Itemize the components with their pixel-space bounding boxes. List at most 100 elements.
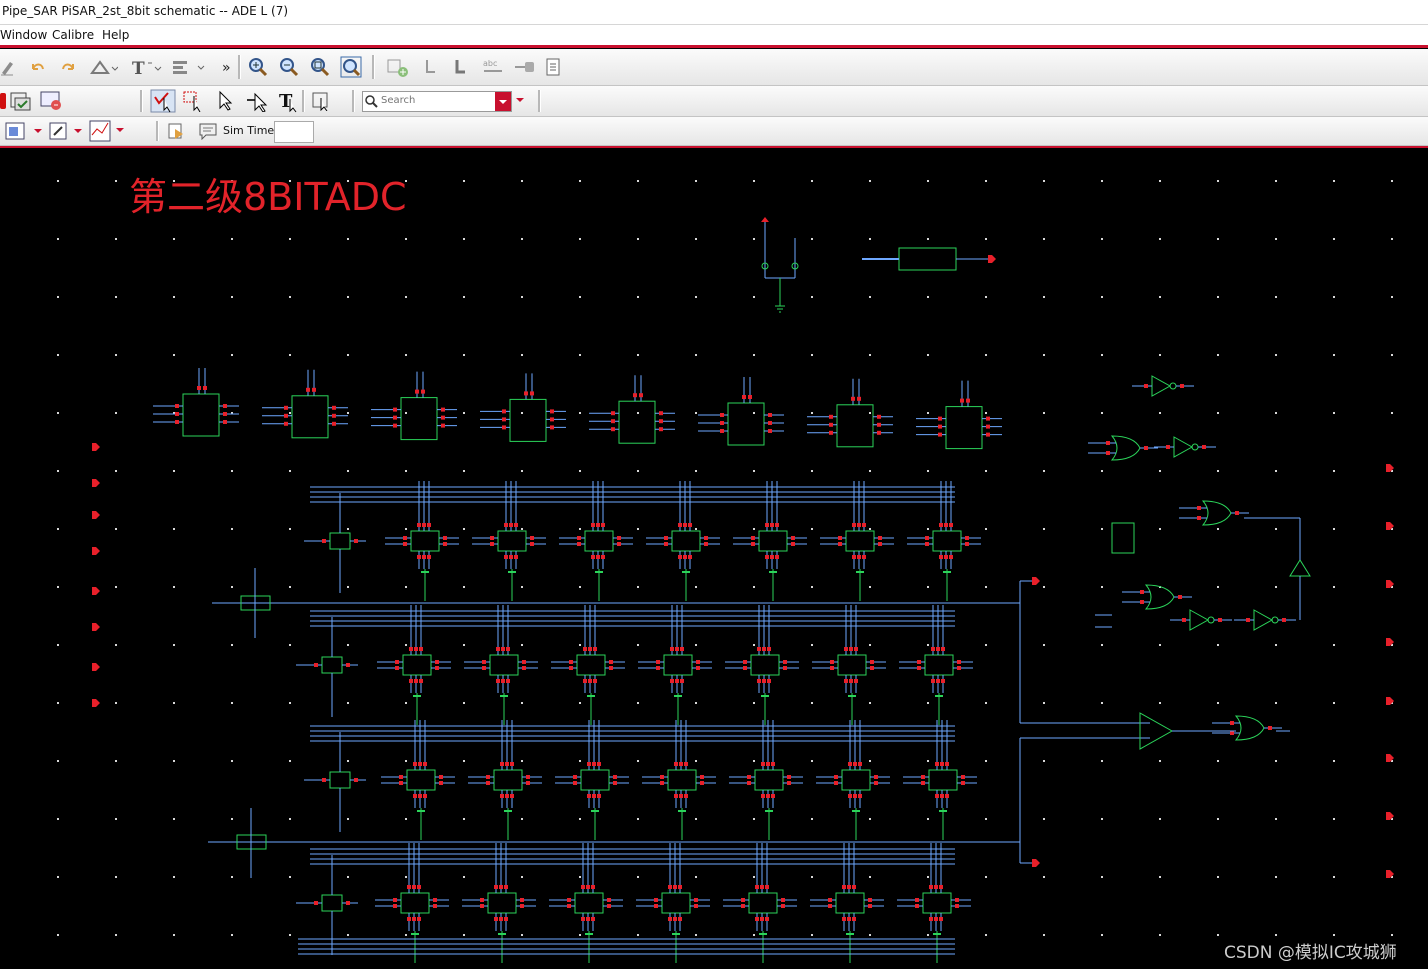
grid-dot: [869, 586, 871, 588]
grid-dot: [231, 760, 233, 762]
menu-calibre[interactable]: Calibre: [52, 28, 95, 42]
schematic-drawing[interactable]: [0, 148, 1428, 969]
capacitor-plate: [678, 810, 686, 812]
wire-wide-icon[interactable]: [453, 59, 467, 77]
grid-dot: [637, 876, 639, 878]
window-title: Pipe_SAR PiSAR_2st_8bit schematic -- ADE…: [2, 4, 289, 18]
instance-pin: [747, 781, 751, 785]
properties-icon[interactable]: [545, 58, 561, 76]
instance-pin: [771, 794, 775, 798]
edit-variables-icon[interactable]: [48, 120, 88, 142]
check-save-icon[interactable]: [10, 91, 32, 111]
buffer-symbol: [898, 247, 957, 271]
instance-pin: [766, 794, 770, 798]
grid-dot: [289, 586, 291, 588]
cell-symbol: [489, 654, 519, 676]
grid-dot: [1043, 296, 1045, 298]
pencil-icon[interactable]: [0, 59, 16, 77]
grid-dot: [57, 180, 59, 182]
grid-dot: [521, 760, 523, 762]
zoom-in-icon[interactable]: [248, 57, 268, 77]
zoom-fit-icon[interactable]: [340, 56, 362, 78]
instance-pin: [870, 666, 874, 670]
grid-dot: [1391, 644, 1393, 646]
logic-gate-symbol: [1151, 375, 1172, 397]
instance-pin: [679, 794, 683, 798]
instance-pin: [829, 414, 833, 419]
align-icon[interactable]: [170, 58, 208, 76]
instance-pin: [915, 904, 919, 908]
instance-pin: [673, 917, 677, 921]
text-icon[interactable]: T: [130, 57, 164, 77]
probe-icon[interactable]: [245, 90, 271, 112]
instance-pin: [678, 523, 682, 527]
netlist-icon[interactable]: [40, 91, 64, 111]
instance-pin: [762, 647, 766, 651]
search-input[interactable]: [381, 92, 489, 109]
grid-dot: [753, 586, 755, 588]
logic-gate-symbol: [1253, 609, 1274, 631]
instance-pin: [775, 555, 779, 559]
zoom-box-icon[interactable]: [310, 57, 330, 77]
instance-pin: [684, 794, 688, 798]
grid-dot: [1159, 470, 1161, 472]
pin-icon[interactable]: [513, 59, 537, 75]
grid-dot: [115, 296, 117, 298]
schematic-canvas[interactable]: 第二级8BITADC CSDN @模拟IC攻城狮: [0, 146, 1428, 969]
wire-icon[interactable]: [423, 59, 437, 77]
redo-icon[interactable]: [60, 61, 76, 75]
grid-dot: [57, 644, 59, 646]
capacitor-plate: [508, 571, 516, 573]
instance-pin: [1166, 445, 1170, 449]
simulate-icon[interactable]: [167, 121, 187, 141]
instance-pin: [504, 885, 508, 889]
stop-icon[interactable]: [0, 92, 8, 110]
grid-dot: [1275, 818, 1277, 820]
sim-time-input[interactable]: [274, 121, 314, 143]
instance-pin: [617, 536, 621, 540]
grid-dot: [1275, 934, 1277, 936]
instance-pin: [852, 917, 856, 921]
instance-pin: [601, 523, 605, 527]
grid-dot: [405, 470, 407, 472]
toolbar-overflow[interactable]: »: [222, 60, 231, 76]
plot-icon[interactable]: [88, 119, 128, 143]
instance-pin: [175, 404, 179, 408]
capacitor-plate: [933, 933, 941, 935]
grid-dot: [1101, 238, 1103, 240]
instance-pin: [921, 781, 925, 785]
grid-dot: [463, 586, 465, 588]
grid-dot: [753, 470, 755, 472]
instance-pin: [502, 425, 506, 430]
text-select-icon[interactable]: T: [278, 89, 300, 113]
undo-icon[interactable]: [30, 61, 46, 75]
instance-pin: [412, 885, 416, 889]
pointer-icon[interactable]: [215, 90, 237, 112]
instance-pin: [929, 885, 933, 889]
instance-pin: [656, 660, 660, 664]
io-pin: [1032, 859, 1040, 867]
instance-pin: [934, 885, 938, 889]
instance-pin: [480, 904, 484, 908]
instance-pin: [660, 781, 664, 785]
grid-dot: [1391, 354, 1393, 356]
rotate-icon[interactable]: [90, 59, 118, 77]
window-layout-icon[interactable]: [4, 120, 44, 142]
select-area-icon[interactable]: [182, 90, 208, 112]
select-icon[interactable]: [150, 89, 176, 113]
label-icon[interactable]: abc: [482, 57, 504, 77]
search-dropdown-button[interactable]: [495, 92, 511, 111]
add-instance-icon[interactable]: [386, 57, 410, 79]
grid-dot: [405, 412, 407, 414]
grid-dot: [463, 412, 465, 414]
search-options-icon[interactable]: [514, 96, 526, 106]
instance-pin: [504, 523, 508, 527]
zoom-out-icon[interactable]: [279, 57, 299, 77]
hierarchy-icon[interactable]: [311, 91, 333, 111]
instance-pin: [597, 794, 601, 798]
capacitor-plate: [500, 695, 508, 697]
menu-help[interactable]: Help: [102, 28, 130, 42]
menu-window[interactable]: Window: [0, 28, 48, 42]
grid-dot: [637, 934, 639, 936]
grid-dot: [521, 586, 523, 588]
